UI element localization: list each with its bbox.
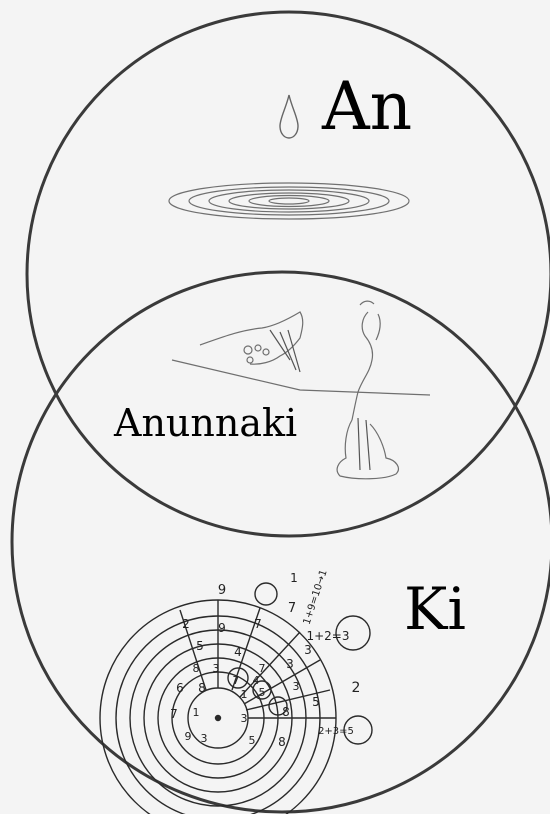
wheel-ring-3-digit: 3	[286, 657, 294, 671]
wheel-ring-outer-digit: 1	[290, 571, 298, 585]
wheel-ring-5-digit: 8	[198, 681, 206, 695]
wheel-equations-digit: 1+9=10→1	[302, 568, 330, 626]
wheel-ring-4-digit: 3	[293, 680, 300, 693]
label-an: An	[322, 74, 412, 140]
wheel-ring-3-digit: 5	[196, 639, 204, 653]
wheel-ring-outer-digit: 7	[288, 601, 296, 616]
wheel-ring-6-digit: 5	[312, 695, 320, 709]
wheel-ring-5-digit: 5	[259, 686, 266, 699]
wheel-ring-2-digit: 3	[304, 643, 312, 657]
wheel-ring-5-digit: 6	[176, 681, 184, 695]
wheel-ring-7-digit: 3	[201, 732, 208, 745]
wheel-ring-outer-digit: 9	[218, 583, 226, 598]
wheel-ring-7-digit: 9	[185, 730, 192, 743]
wheel-ring-4-digit: 8	[193, 662, 200, 675]
wheel-ring-6-digit: 1	[193, 706, 200, 719]
wheel-ring-7-digit: 5	[249, 734, 256, 747]
wheel-ring-2-digit: 7	[254, 617, 262, 631]
wheel-ring-3-digit: 7	[259, 662, 266, 675]
label-ki: Ki	[404, 580, 466, 638]
wheel-ring-3-digit: 4	[234, 645, 242, 659]
label-anunnaki: Anunnaki	[114, 404, 297, 442]
wheel-ring-2-digit: 9	[218, 621, 226, 635]
wheel-ring-2-digit: 2	[182, 617, 190, 631]
wheel-ring-6-digit: 8	[282, 705, 290, 719]
wheel-right-side-digit: 2	[352, 680, 361, 696]
wheel-ring-6-digit: 3	[241, 712, 248, 725]
wheel-ring-4-digit: 3	[213, 662, 220, 675]
wheel-ring-5-digit: 1	[241, 688, 248, 701]
wheel-ring-5-digit: 7	[233, 674, 240, 687]
wheel-equations-digit: 1+2=3	[306, 629, 349, 643]
wheel-equations-digit: 2+3=5	[318, 726, 354, 737]
wheel-ring-7-digit: 8	[278, 735, 286, 749]
wheel-ring-6-digit: 7	[170, 707, 178, 721]
